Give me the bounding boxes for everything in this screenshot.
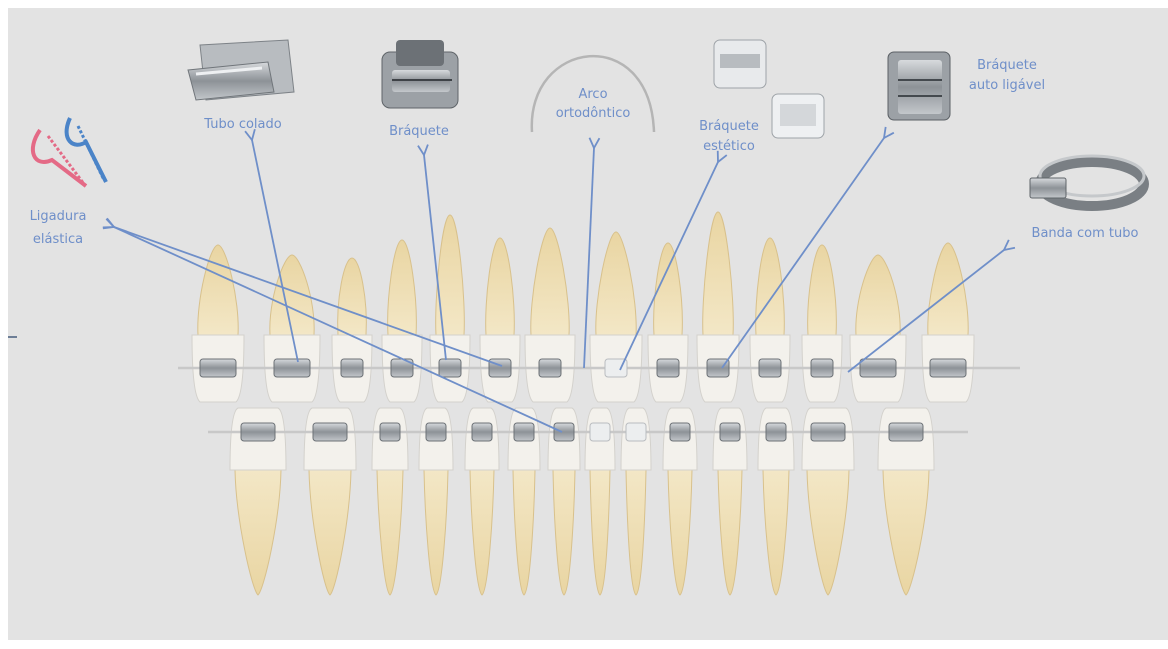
upper-tooth-root bbox=[856, 255, 900, 335]
lower-bracket bbox=[241, 423, 275, 441]
upper-bracket bbox=[657, 359, 679, 377]
lower-bracket bbox=[472, 423, 492, 441]
lower-tooth-root bbox=[668, 470, 692, 595]
upper-bracket bbox=[200, 359, 236, 377]
upper-tooth-root bbox=[338, 258, 367, 335]
lower-tooth-root bbox=[470, 470, 494, 595]
upper-bracket bbox=[860, 359, 896, 377]
elastic-ligature-icon bbox=[33, 118, 106, 186]
label-banda-com-tubo: Banda com tubo bbox=[1032, 226, 1139, 241]
upper-tooth-root bbox=[808, 245, 837, 335]
lower-bracket bbox=[720, 423, 740, 441]
upper-tooth-root bbox=[703, 212, 734, 335]
label-ligadura-line2: elástica bbox=[33, 232, 83, 247]
lower-tooth-root bbox=[235, 470, 281, 595]
lower-tooth-root bbox=[590, 470, 610, 595]
lower-tooth-root bbox=[309, 470, 351, 595]
label-braquete: Bráquete bbox=[389, 124, 449, 139]
upper-bracket bbox=[274, 359, 310, 377]
label-arco-line2: ortodôntico bbox=[556, 106, 631, 121]
label-estetico-line2: estético bbox=[703, 139, 755, 154]
lower-bracket bbox=[811, 423, 845, 441]
label-autoligavel-line2: auto ligável bbox=[969, 78, 1045, 93]
label-tubo-colado: Tubo colado bbox=[203, 117, 281, 132]
lower-bracket bbox=[514, 423, 534, 441]
label-ligadura-line1: Ligadura bbox=[30, 209, 87, 224]
self-ligating-bracket-icon bbox=[888, 52, 950, 120]
upper-tooth-root bbox=[388, 240, 417, 335]
lower-bracket bbox=[766, 423, 786, 441]
upper-bracket bbox=[759, 359, 781, 377]
upper-bracket bbox=[439, 359, 461, 377]
upper-bracket bbox=[811, 359, 833, 377]
upper-tooth-root bbox=[486, 238, 515, 335]
upper-bracket bbox=[341, 359, 363, 377]
lower-bracket bbox=[313, 423, 347, 441]
lower-bracket bbox=[626, 423, 646, 441]
lower-bracket bbox=[380, 423, 400, 441]
lower-bracket bbox=[590, 423, 610, 441]
upper-tooth-root bbox=[596, 232, 636, 335]
diagram-canvas: Ligadura elástica Tubo colado Bráquete A… bbox=[8, 8, 1168, 640]
bracket-icon bbox=[382, 40, 458, 108]
bonded-tube-icon bbox=[188, 40, 294, 100]
lower-tooth-root bbox=[626, 470, 646, 595]
lower-tooth-root bbox=[807, 470, 849, 595]
lower-tooth-root bbox=[553, 470, 575, 595]
upper-tooth-root bbox=[436, 215, 465, 335]
lower-tooth-root bbox=[424, 470, 448, 595]
upper-tooth-root bbox=[531, 228, 569, 335]
upper-bracket bbox=[539, 359, 561, 377]
lower-tooth-root bbox=[883, 470, 929, 595]
upper-tooth-root bbox=[270, 255, 314, 335]
lower-tooth-root bbox=[377, 470, 403, 595]
upper-bracket bbox=[930, 359, 966, 377]
label-estetico-line1: Bráquete bbox=[699, 119, 759, 134]
lower-bracket bbox=[889, 423, 923, 441]
lower-tooth-root bbox=[763, 470, 789, 595]
lower-tooth-root bbox=[513, 470, 535, 595]
lower-bracket bbox=[426, 423, 446, 441]
lower-tooth-root bbox=[718, 470, 742, 595]
lower-bracket bbox=[554, 423, 574, 441]
upper-tooth-root bbox=[928, 243, 968, 335]
label-arco-line1: Arco bbox=[578, 87, 607, 102]
band-with-tube-icon bbox=[1030, 156, 1144, 206]
label-autoligavel-line1: Bráquete bbox=[977, 58, 1037, 73]
braces-diagram: Ligadura elástica Tubo colado Bráquete A… bbox=[8, 8, 1168, 640]
lower-bracket bbox=[670, 423, 690, 441]
